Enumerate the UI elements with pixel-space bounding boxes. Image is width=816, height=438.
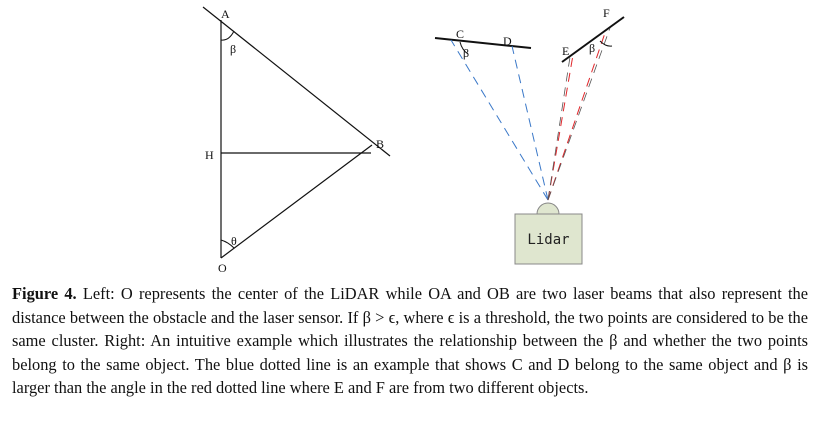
red-beam-f xyxy=(547,29,607,201)
right-lidar-diagram: C D E F β β Lidar xyxy=(434,6,625,265)
point-label-o: O xyxy=(218,261,227,275)
line-ob xyxy=(220,144,373,259)
point-label-f: F xyxy=(603,6,610,20)
figure-caption-label: Figure 4. xyxy=(12,284,77,303)
red-beam-e xyxy=(547,54,574,201)
angle-label-beta: β xyxy=(230,42,236,56)
gray-beam-f xyxy=(547,27,611,201)
angle-label-beta-cd: β xyxy=(463,46,469,60)
angle-arc-beta-cd xyxy=(459,41,469,55)
lidar-device-box xyxy=(514,213,583,265)
lidar-sensor-dome xyxy=(536,202,560,215)
blue-beam-d xyxy=(511,45,549,201)
point-label-e: E xyxy=(562,44,569,58)
figure-caption-text: Left: O represents the center of the LiD… xyxy=(12,284,808,397)
point-label-b: B xyxy=(376,137,384,151)
angle-arc-beta-ef xyxy=(599,40,613,47)
figure-caption: Figure 4. Left: O represents the center … xyxy=(12,282,808,400)
angle-arc-beta xyxy=(220,30,235,41)
point-label-a: A xyxy=(221,7,230,21)
angle-label-beta-ef: β xyxy=(589,41,595,55)
figure-4-diagram: A B H O β θ C D E F β β Lidar xyxy=(202,6,625,275)
point-label-h: H xyxy=(205,148,214,162)
blue-beam-c xyxy=(450,39,549,201)
angle-label-theta: θ xyxy=(231,234,237,248)
point-label-c: C xyxy=(456,27,464,41)
angle-arc-theta xyxy=(220,239,235,249)
point-label-d: D xyxy=(503,34,512,48)
lidar-device-label: Lidar xyxy=(527,232,569,248)
gray-beam-e xyxy=(547,56,571,201)
surface-ef xyxy=(561,16,625,63)
surface-cd xyxy=(434,37,532,49)
left-triangle-diagram: A B H O β θ xyxy=(202,6,391,275)
line-a-b-extended xyxy=(202,6,391,157)
